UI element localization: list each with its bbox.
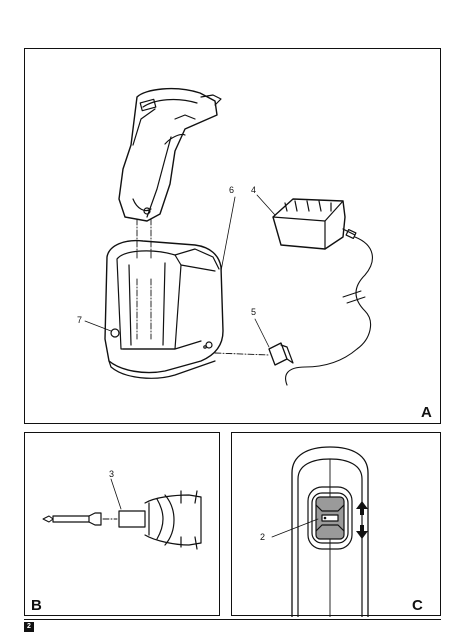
- charging-base-illustration: 6 4 5 7: [77, 88, 373, 386]
- plug-drawing: [268, 342, 294, 366]
- figure-panel-a: 6 4 5 7 A: [24, 48, 441, 424]
- direction-switch-illustration: 2: [260, 446, 369, 617]
- arrow-down-icon: [356, 525, 368, 539]
- panel-letter-b: B: [31, 597, 42, 614]
- charging-base-drawing: [104, 239, 224, 379]
- bit-insertion-illustration: 3: [42, 469, 202, 550]
- adapter-drawing: [272, 198, 357, 250]
- arrow-up-icon: [356, 501, 368, 515]
- bit-drawing: [42, 512, 102, 526]
- panel-letter-a: A: [421, 404, 432, 421]
- tool-nose-drawing: [118, 490, 202, 550]
- figure-panel-c: 2 C: [231, 432, 441, 617]
- page-number: 2: [24, 622, 34, 632]
- figure-panel-b: 3 B: [24, 432, 220, 616]
- callout-5: 5: [251, 307, 256, 317]
- cable-drawing: [285, 236, 373, 386]
- callout-6: 6: [229, 185, 234, 195]
- callout-2: 2: [260, 532, 265, 542]
- footer-rule: [24, 619, 441, 620]
- callout-4: 4: [251, 185, 256, 195]
- panel-letter-c: C: [412, 597, 423, 614]
- callout-7: 7: [77, 315, 82, 325]
- screwdriver-drawing: [118, 88, 222, 222]
- callout-3: 3: [109, 469, 114, 479]
